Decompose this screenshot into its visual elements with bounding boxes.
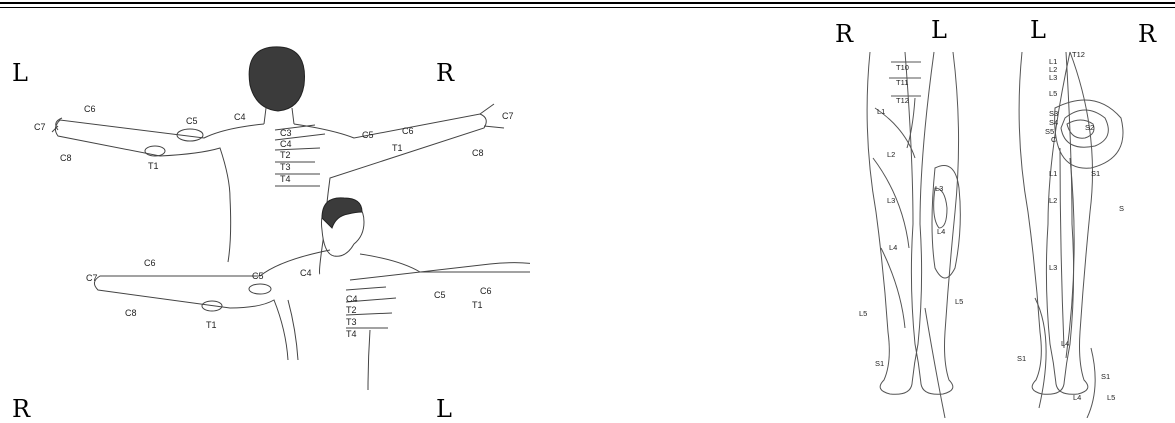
arms-top-left-side-label: L: [12, 61, 28, 85]
leg-back-label-T12: T12: [1072, 50, 1085, 59]
back-left-arm-label-C6: C6: [84, 104, 96, 114]
front-neck-label-C4: C4: [300, 268, 312, 278]
back-left-arm-label-T1: T1: [148, 161, 159, 171]
front-left-arm-label-C7: C7: [86, 273, 98, 283]
leg-front-label-T10: T10: [896, 63, 909, 72]
leg-back-label-L2b: L2: [1049, 196, 1057, 205]
leg-front-label-L2: L2: [887, 150, 895, 159]
back-right-label-C5: C5: [362, 130, 374, 140]
legs-side-label-2: L: [931, 18, 947, 42]
leg-back-label-S2: S2: [1085, 123, 1094, 132]
back-left-arm-label-C8: C8: [60, 153, 72, 163]
top-double-rule-thick: [0, 2, 1175, 4]
front-view-figure: [94, 198, 530, 390]
leg-back-label-L4b: L4: [1073, 393, 1081, 402]
leg-back-label-S1b: S1: [1017, 354, 1026, 363]
leg-front-label-L3: L3: [887, 196, 895, 205]
front-right-label-T3: T3: [346, 317, 357, 327]
back-left-arm-label-C7: C7: [34, 122, 46, 132]
leg-front-label-L3b: L3: [935, 184, 943, 193]
front-right-label-C5: C5: [434, 290, 446, 300]
front-left-arm-label-T1: T1: [206, 320, 217, 330]
back-right-label-C7: C7: [502, 111, 514, 121]
leg-dermatome-diagram: T10 T11 T12 L1 L2 L3 L4 L5 S1 L3 L4 L5 T…: [855, 48, 1155, 418]
front-right-label-T2: T2: [346, 305, 357, 315]
front-right-label-C4: C4: [346, 294, 358, 304]
leg-front-label-S1: S1: [875, 359, 884, 368]
leg-back-label-S4: S4: [1049, 118, 1058, 127]
front-right-label-T4: T4: [346, 329, 357, 339]
front-left-arm-label-C5: C5: [252, 271, 264, 281]
leg-back-label-S1c: S1: [1101, 372, 1110, 381]
leg-front-label-L1: L1: [877, 107, 885, 116]
leg-back-label-S3: S3: [1049, 109, 1058, 118]
leg-back-label-S1: S1: [1091, 169, 1100, 178]
front-right-label-T1: T1: [472, 300, 483, 310]
back-right-label-T1: T1: [392, 143, 403, 153]
leg-front-label-L5b: L5: [955, 297, 963, 306]
leg-back-label-L3: L3: [1049, 73, 1057, 82]
back-right-label-C8: C8: [472, 148, 484, 158]
leg-back-label-L3b: L3: [1049, 263, 1057, 272]
leg-back-label-L1b: L1: [1049, 169, 1057, 178]
leg-back-label-L5b: L5: [1107, 393, 1115, 402]
front-right-label-C6: C6: [480, 286, 492, 296]
arm-dermatome-diagram: C6 C7 C8 T1 C5 C4 C3 C4 T2 T3 T4 C5 C6 T…: [30, 40, 530, 415]
back-left-arm-label-C5: C5: [186, 116, 198, 126]
back-view-figure: [52, 47, 504, 274]
back-right-label-C4: C4: [280, 139, 292, 149]
back-right-label-C3: C3: [280, 128, 292, 138]
arms-bottom-left-side-label: R: [12, 397, 30, 421]
leg-front-label-T12: T12: [896, 96, 909, 105]
legs-side-label-1: R: [835, 22, 853, 46]
leg-back-label-C: C: [1051, 135, 1057, 144]
leg-back-label-L4: L4: [1061, 339, 1069, 348]
top-double-rule-thin: [0, 7, 1175, 8]
back-right-label-T2: T2: [280, 150, 291, 160]
front-left-arm-label-C6: C6: [144, 258, 156, 268]
back-right-label-C6: C6: [402, 126, 414, 136]
leg-back-view: [1019, 52, 1123, 418]
leg-back-label-S: S: [1119, 204, 1124, 213]
leg-front-label-T11: T11: [896, 78, 908, 87]
back-neck-label-C4: C4: [234, 112, 246, 122]
leg-front-label-L4: L4: [889, 243, 897, 252]
back-view-head: [249, 47, 304, 111]
back-right-label-T3: T3: [280, 162, 291, 172]
leg-front-label-L4b: L4: [937, 227, 945, 236]
back-right-label-T4: T4: [280, 174, 291, 184]
leg-back-label-L5: L5: [1049, 89, 1057, 98]
legs-side-label-3: L: [1030, 18, 1046, 42]
front-left-arm-label-C8: C8: [125, 308, 137, 318]
leg-front-label-L5: L5: [859, 309, 867, 318]
legs-side-label-4: R: [1138, 22, 1156, 46]
